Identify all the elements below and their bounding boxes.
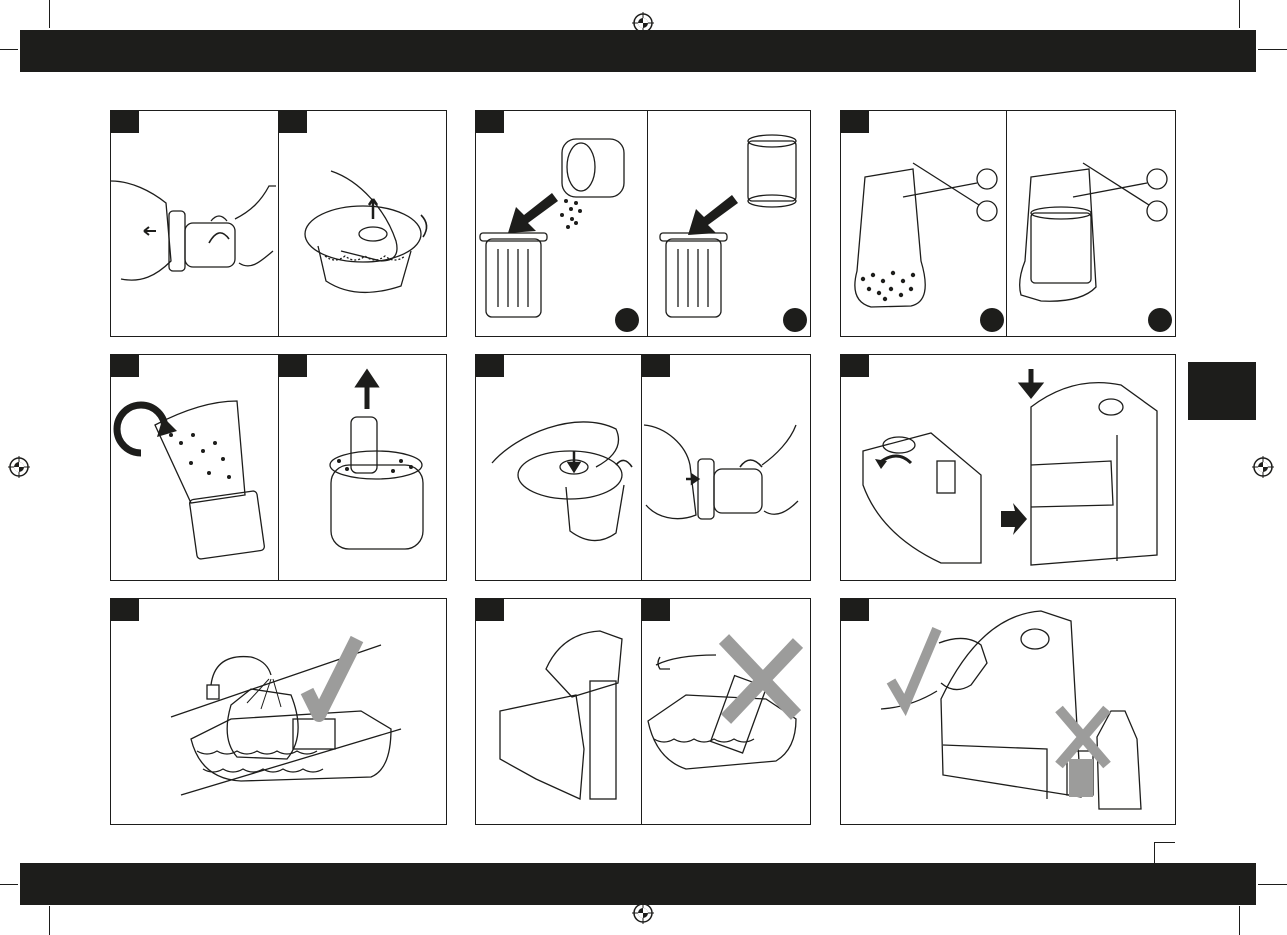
filter-close-step (475, 354, 811, 581)
tank-reassembly-step (840, 354, 1176, 581)
close-filter-illustration (476, 355, 810, 580)
bin-illustration (476, 111, 810, 336)
crop-mark (1239, 0, 1240, 28)
registration-mark-icon (632, 902, 654, 924)
filter-empty-step (475, 110, 811, 337)
sink-illustration (111, 599, 446, 824)
side-tab (1188, 362, 1256, 420)
crop-mark (1239, 906, 1240, 935)
bag-scissors-illustration (841, 111, 1175, 336)
crop-mark (0, 49, 18, 50)
rinse-step (110, 598, 447, 825)
wipe-illustration (841, 599, 1175, 824)
crop-mark (1258, 49, 1287, 50)
filter-bag-cut-step (840, 110, 1176, 337)
footer-band (20, 863, 1256, 905)
filter-refill-step (110, 354, 447, 581)
cleaning-agent-step (475, 598, 811, 825)
crop-mark (0, 884, 18, 885)
header-band (20, 30, 1256, 72)
registration-mark-icon (632, 12, 654, 34)
agent-illustration (476, 599, 810, 824)
tank-illustration (841, 355, 1175, 580)
crop-mark (49, 0, 50, 28)
filter-remove-step (110, 110, 447, 337)
wipe-step (840, 598, 1176, 825)
registration-mark-icon (8, 456, 30, 478)
crop-mark (1258, 884, 1287, 885)
page-number-box (1154, 842, 1175, 863)
crop-mark (49, 906, 50, 935)
filter-hands-illustration (111, 111, 446, 336)
refill-illustration (111, 355, 446, 580)
registration-mark-icon (1252, 456, 1274, 478)
